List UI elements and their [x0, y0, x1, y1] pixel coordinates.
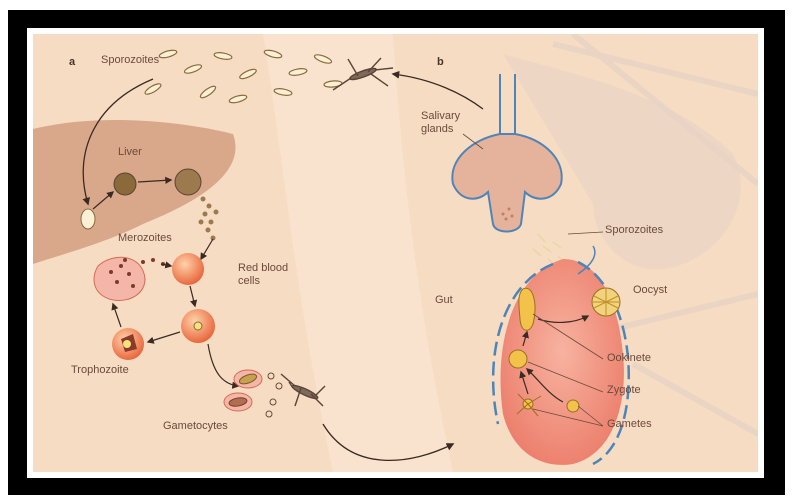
oocyst	[592, 288, 620, 316]
label-ookinete: Ookinete	[607, 352, 651, 365]
gametocyte-cells	[224, 370, 262, 411]
label-oocyst: Oocyst	[633, 284, 667, 297]
merozoite-release	[199, 197, 219, 241]
label-zygote: Zygote	[607, 384, 641, 397]
label-gametocytes: Gametocytes	[163, 420, 228, 433]
label-gut: Gut	[435, 294, 453, 307]
label-sporozoites-b: Sporozoites	[605, 224, 663, 237]
label-liver: Liver	[118, 146, 142, 159]
human-leg-silhouette	[263, 34, 453, 472]
label-red-blood-cells: Red blood cells	[238, 262, 288, 288]
ruptured-red-blood-cell	[94, 257, 165, 300]
malaria-life-cycle-panel: a b Sporozoites Liver Merozoites Red blo…	[33, 34, 758, 472]
zygote	[509, 350, 527, 368]
red-blood-cell	[172, 253, 204, 285]
ookinete	[519, 288, 535, 330]
panel-label-b: b	[437, 56, 444, 68]
gamete-symbols	[266, 373, 282, 417]
label-salivary-glands: Salivary glands	[421, 110, 460, 136]
label-merozoites: Merozoites	[118, 232, 172, 245]
label-gametes: Gametes	[607, 418, 652, 431]
trophozoite-cell	[112, 328, 144, 360]
label-trophozoite: Trophozoite	[71, 364, 129, 377]
diagram-artwork	[33, 34, 758, 472]
label-sporozoites-a: Sporozoites	[101, 54, 159, 67]
panel-label-a: a	[69, 56, 75, 68]
